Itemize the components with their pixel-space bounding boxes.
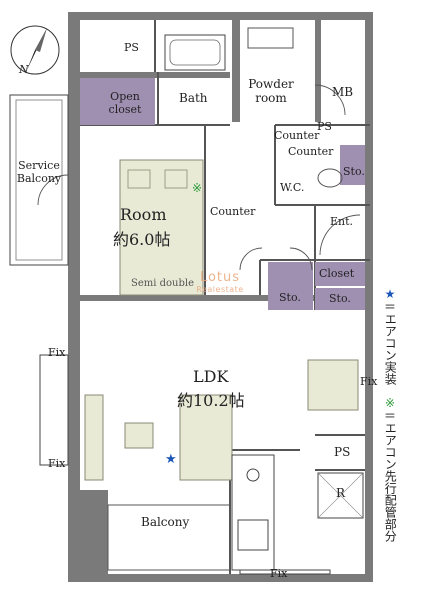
legend-equals-2: ＝ — [383, 408, 396, 423]
label-counter-mid: Counter — [288, 145, 334, 158]
refrigerator — [317, 472, 364, 519]
label-fix-right: Fix — [360, 375, 378, 388]
watermark: Lotus Realestate — [188, 270, 252, 294]
label-service-balcony-line1: Service — [18, 159, 60, 172]
label-refrigerator: R — [336, 486, 346, 500]
label-balcony: Balcony — [141, 515, 190, 529]
compass-north-label: N — [19, 63, 29, 76]
label-bed: Semi double — [131, 278, 195, 289]
legend-piping-icon: ※ — [384, 396, 396, 411]
legend-aircon-installed: エアコン実装 — [383, 313, 398, 386]
watermark-sub: Realestate — [196, 285, 244, 294]
kitchen-counter — [231, 454, 275, 571]
outer-walls — [68, 12, 373, 582]
label-open-closet-line2: closet — [108, 102, 142, 116]
label-sto-right: Sto. — [329, 292, 351, 305]
bed — [119, 159, 204, 296]
label-mb: MB — [332, 85, 354, 99]
label-wc: W.C. — [280, 181, 305, 194]
label-counter-top: Counter — [274, 129, 320, 142]
label-fix-bottom: Fix — [270, 567, 288, 580]
legend: ★ ＝ エアコン実装 ※ ＝ エアコン先行配管部分 — [381, 288, 399, 542]
windows — [39, 354, 331, 575]
aircon-star-icon: ★ — [165, 452, 177, 467]
label-fix-upper-left: Fix — [48, 346, 66, 359]
label-ps-mid: PS — [317, 120, 332, 133]
label-closet: Closet — [319, 267, 355, 280]
service-balcony-area — [9, 94, 69, 266]
balcony-area — [107, 504, 231, 571]
label-open-closet-line1: Open — [110, 90, 140, 103]
label-sto-wc: Sto. — [343, 165, 365, 178]
label-powder-room-line1: Powder — [248, 77, 294, 91]
label-open-closet: Open closet — [102, 90, 148, 116]
legend-equals-1: ＝ — [383, 299, 396, 314]
label-powder-room: Powder room — [246, 77, 296, 106]
label-bath: Bath — [179, 91, 208, 105]
label-counter-room: Counter — [210, 205, 256, 218]
watermark-brand: Lotus — [199, 270, 241, 285]
toilet — [317, 168, 343, 188]
label-ldk-name: LDK — [193, 367, 229, 386]
label-ent: Ent. — [330, 215, 354, 228]
label-fix-lower-left: Fix — [48, 457, 66, 470]
aircon-piping-icon: ※ — [192, 181, 202, 195]
basin — [247, 27, 294, 49]
door-swings — [37, 84, 361, 271]
label-sto-left: Sto. — [279, 291, 301, 304]
legend-aircon-piping: エアコン先行配管部分 — [383, 422, 398, 543]
label-service-balcony: Service Balcony — [12, 159, 66, 185]
label-ps-kitchen: PS — [334, 445, 351, 459]
label-powder-room-line2: room — [255, 90, 287, 105]
closet-fills — [80, 78, 365, 310]
label-ps-top: PS — [124, 41, 139, 54]
label-room-size: 約6.0帖 — [113, 230, 171, 249]
legend-star-icon: ★ — [384, 287, 396, 301]
label-ldk-size: 約10.2帖 — [177, 391, 245, 410]
bath-tub — [164, 34, 226, 71]
label-room-name: Room — [120, 205, 167, 224]
compass-icon — [10, 25, 60, 75]
ldk-furniture — [84, 359, 359, 481]
label-service-balcony-line2: Balcony — [16, 171, 62, 185]
